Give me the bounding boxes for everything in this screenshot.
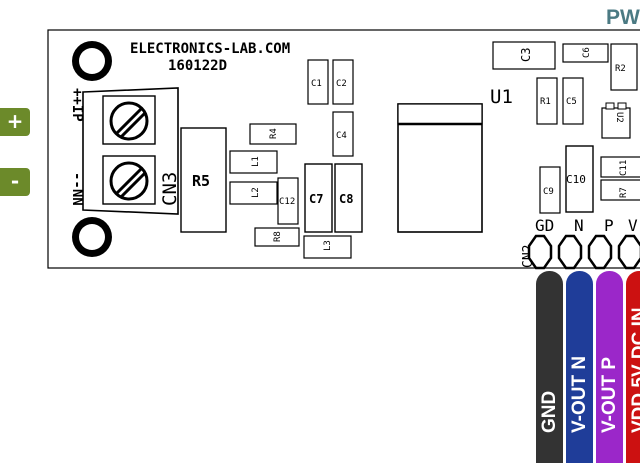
resistor-r8 — [254, 227, 300, 247]
pin-label-vout-n-text: V-OUT N — [568, 355, 590, 433]
svg-text:C4: C4 — [336, 131, 347, 141]
svg-text:C8: C8 — [339, 192, 353, 206]
pin-label-vout-n: V-OUT N — [566, 271, 593, 463]
header-pins — [527, 234, 640, 270]
board-code: 160122D — [168, 58, 227, 74]
capacitor-c10 — [565, 145, 594, 213]
chip-u2 — [601, 107, 631, 139]
header-pin-p: P — [604, 216, 614, 235]
svg-text:C1: C1 — [311, 79, 322, 89]
capacitor-c12 — [277, 177, 299, 225]
svg-text:C7: C7 — [309, 192, 323, 206]
svg-text:C11: C11 — [619, 160, 629, 176]
header-pin-3 — [587, 234, 613, 270]
capacitor-c1 — [307, 59, 329, 105]
svg-text:C3: C3 — [519, 48, 533, 62]
svg-text:L3: L3 — [323, 240, 333, 251]
header-pin-n: N — [574, 216, 584, 235]
svg-text:U2: U2 — [614, 112, 624, 123]
r5-label: R5 — [192, 172, 210, 190]
terminal-pos-label: ++IP — [69, 88, 85, 122]
resistor-r5 — [180, 127, 227, 233]
pin-label-vdd-text: VDD 5V DC IN — [628, 307, 640, 433]
svg-text:R8: R8 — [273, 231, 283, 242]
pin-label-vout-p: V-OUT P — [596, 271, 623, 463]
capacitor-c5 — [562, 77, 584, 125]
resistor-r2 — [610, 43, 638, 91]
resistor-r1 — [536, 77, 558, 125]
svg-text:R7: R7 — [619, 187, 629, 198]
svg-text:C2: C2 — [336, 79, 347, 89]
inductor-l1 — [229, 150, 278, 174]
capacitor-c7 — [304, 163, 333, 233]
negative-input-tag: - — [0, 168, 30, 196]
terminal-neg-label: --NN — [69, 172, 85, 206]
svg-text:C10: C10 — [566, 173, 586, 186]
svg-text:C5: C5 — [566, 97, 577, 107]
inductor-l3 — [303, 235, 352, 259]
capacitor-c4 — [332, 111, 354, 157]
pw-heading: PW — [606, 6, 640, 29]
svg-text:C6: C6 — [582, 47, 592, 58]
positive-input-tag: + — [0, 108, 30, 136]
svg-text:R2: R2 — [615, 64, 626, 74]
capacitor-c11 — [600, 156, 640, 178]
resistor-r7 — [600, 179, 640, 201]
board-title: ELECTRONICS-LAB.COM — [130, 41, 290, 57]
header-pin-v: V — [628, 216, 638, 235]
inductor-l2 — [229, 181, 278, 205]
capacitor-c8 — [334, 163, 363, 233]
header-pin-4 — [617, 234, 640, 270]
header-pin-2 — [557, 234, 583, 270]
svg-text:C9: C9 — [543, 187, 554, 197]
u1-label: U1 — [490, 86, 513, 108]
pin-label-vout-p-text: V-OUT P — [598, 356, 620, 433]
header-pin-gd: GD — [535, 216, 554, 235]
capacitor-c3 — [492, 41, 556, 70]
resistor-r4 — [249, 123, 297, 145]
svg-text:R4: R4 — [269, 128, 279, 139]
pin-label-vdd: VDD 5V DC IN — [626, 271, 640, 463]
header-pin-1 — [527, 234, 553, 270]
pin-label-gnd: GND — [536, 271, 563, 463]
svg-text:L2: L2 — [251, 187, 261, 198]
cn3-label: CN3 — [159, 172, 181, 206]
svg-text:R1: R1 — [540, 97, 551, 107]
regulator-package — [397, 103, 483, 233]
svg-text:L1: L1 — [251, 156, 261, 167]
pin-label-gnd-text: GND — [538, 390, 560, 433]
capacitor-c6 — [562, 43, 609, 63]
capacitor-c2 — [332, 59, 354, 105]
svg-text:C12: C12 — [279, 197, 295, 207]
capacitor-c9 — [539, 166, 561, 214]
